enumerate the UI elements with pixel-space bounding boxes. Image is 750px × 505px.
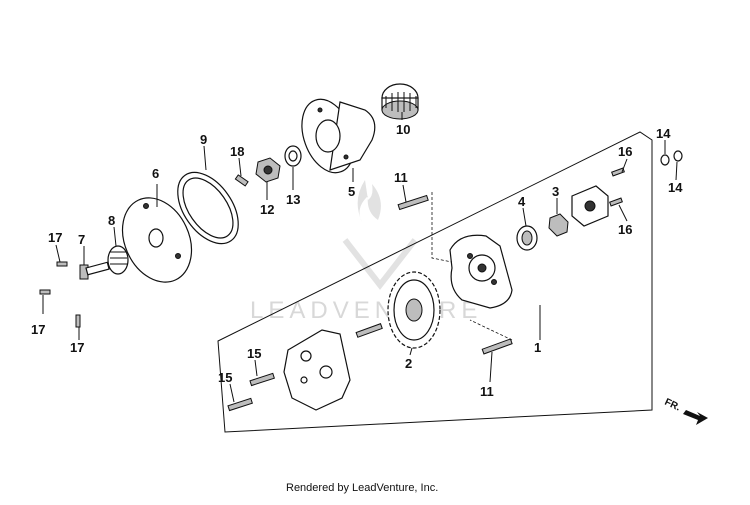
part-1-pump-body	[449, 234, 513, 309]
label-8: 8	[108, 213, 115, 228]
label-14-bottom: 14	[668, 180, 683, 195]
part-6-plate	[121, 197, 193, 283]
label-18: 18	[230, 144, 244, 159]
label-15-top: 15	[247, 346, 261, 361]
part-14-washers	[660, 150, 683, 166]
label-14-top: 14	[656, 126, 671, 141]
label-13: 13	[286, 192, 300, 207]
part-11-bolts	[397, 194, 513, 355]
label-17-c: 17	[70, 340, 84, 355]
cover-stud	[355, 323, 383, 338]
part-8-shaft	[107, 245, 129, 275]
label-12: 12	[260, 202, 274, 217]
part-10-gear	[381, 83, 419, 120]
part-12-nut	[255, 157, 281, 183]
assembly-outline	[217, 131, 653, 433]
label-5: 5	[348, 184, 355, 199]
part-15-bolts	[227, 372, 275, 412]
part-16-plate	[571, 185, 609, 227]
watermark: LEADVENTURE	[250, 180, 482, 324]
watermark-text: LEADVENTURE	[250, 297, 482, 324]
label-17-b: 17	[31, 322, 45, 337]
part-9-gasket	[177, 171, 239, 245]
leader-lines	[42, 112, 678, 403]
label-2: 2	[405, 356, 412, 371]
label-7: 7	[78, 232, 85, 247]
label-11-top: 11	[394, 170, 408, 185]
label-6: 6	[152, 166, 159, 181]
front-direction-arrow: FR.	[663, 397, 708, 425]
label-3: 3	[552, 184, 559, 199]
label-10: 10	[396, 122, 410, 137]
part-17-screws	[39, 261, 81, 328]
part-15-cover	[283, 329, 351, 411]
part-3-rotor	[548, 213, 569, 237]
part-18-pin	[234, 174, 249, 187]
label-9: 9	[200, 132, 207, 147]
label-16-bottom: 16	[618, 222, 632, 237]
label-15-bottom: 15	[218, 370, 232, 385]
part-5-housing	[301, 98, 376, 174]
part-labels: 1 2 3 4 5 6 7 8 9 10 11 11 12 13 14 14 1…	[31, 122, 683, 399]
fr-label: FR.	[663, 397, 682, 414]
part-4-bearing	[516, 225, 538, 251]
guide-lines	[431, 192, 513, 341]
credit-text: Rendered by LeadVenture, Inc.	[286, 482, 438, 494]
label-16-top: 16	[618, 144, 632, 159]
part-13-washer	[284, 145, 302, 167]
label-4: 4	[518, 194, 526, 209]
part-2-sprocket	[387, 271, 441, 349]
label-17-a: 17	[48, 230, 62, 245]
part-16-screws	[609, 167, 625, 207]
label-11-bottom: 11	[480, 384, 494, 399]
label-1: 1	[534, 340, 541, 355]
